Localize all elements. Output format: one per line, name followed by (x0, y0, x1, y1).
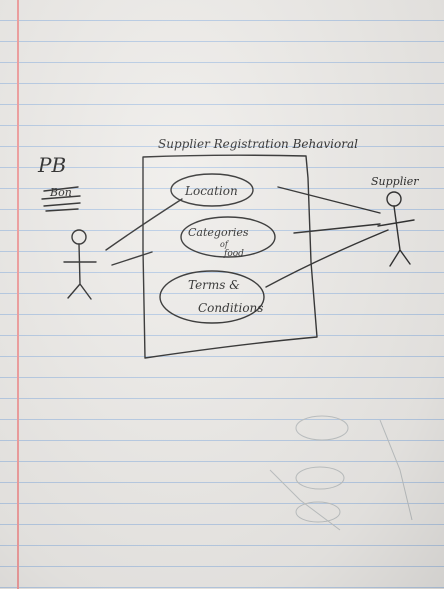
use-case-terms-label-1: Terms & (188, 278, 240, 292)
assoc-supplier-terms (265, 229, 389, 288)
use-case-terms-ellipse (159, 270, 265, 324)
system-boundary (142, 154, 318, 359)
use-case-categories-ellipse (180, 216, 276, 258)
actor-pb: PB Bon (37, 153, 97, 300)
use-case-terms: Terms & Conditions (159, 270, 265, 324)
diagram-title: Supplier Registration Behavioral (158, 137, 358, 151)
use-case-terms-label-2: Conditions (198, 301, 263, 315)
use-case-categories-label-1: Categories (188, 226, 249, 239)
actor-supplier-body (377, 205, 415, 267)
actor-supplier-head (386, 191, 402, 207)
use-case-categories: Categories of food (180, 216, 276, 259)
use-case-categories-label-2: of (220, 240, 230, 249)
use-case-location: Location (170, 173, 254, 207)
use-case-categories-label-3: food (223, 249, 244, 259)
use-case-location-ellipse (170, 173, 254, 207)
actor-pb-body (63, 243, 97, 300)
bleed-through-marks (269, 415, 413, 531)
assoc-pb-categories (111, 251, 153, 266)
assoc-supplier-categories (293, 223, 381, 234)
actor-pb-strike (41, 186, 81, 212)
actor-supplier: Supplier (371, 175, 419, 267)
actor-pb-head (71, 229, 87, 245)
assoc-pb-location (105, 198, 183, 251)
use-case-location-label: Location (184, 184, 238, 198)
actor-supplier-name: Supplier (371, 175, 419, 188)
actor-pb-name: PB (37, 153, 66, 177)
assoc-supplier-location (277, 186, 381, 214)
associations (105, 186, 389, 288)
